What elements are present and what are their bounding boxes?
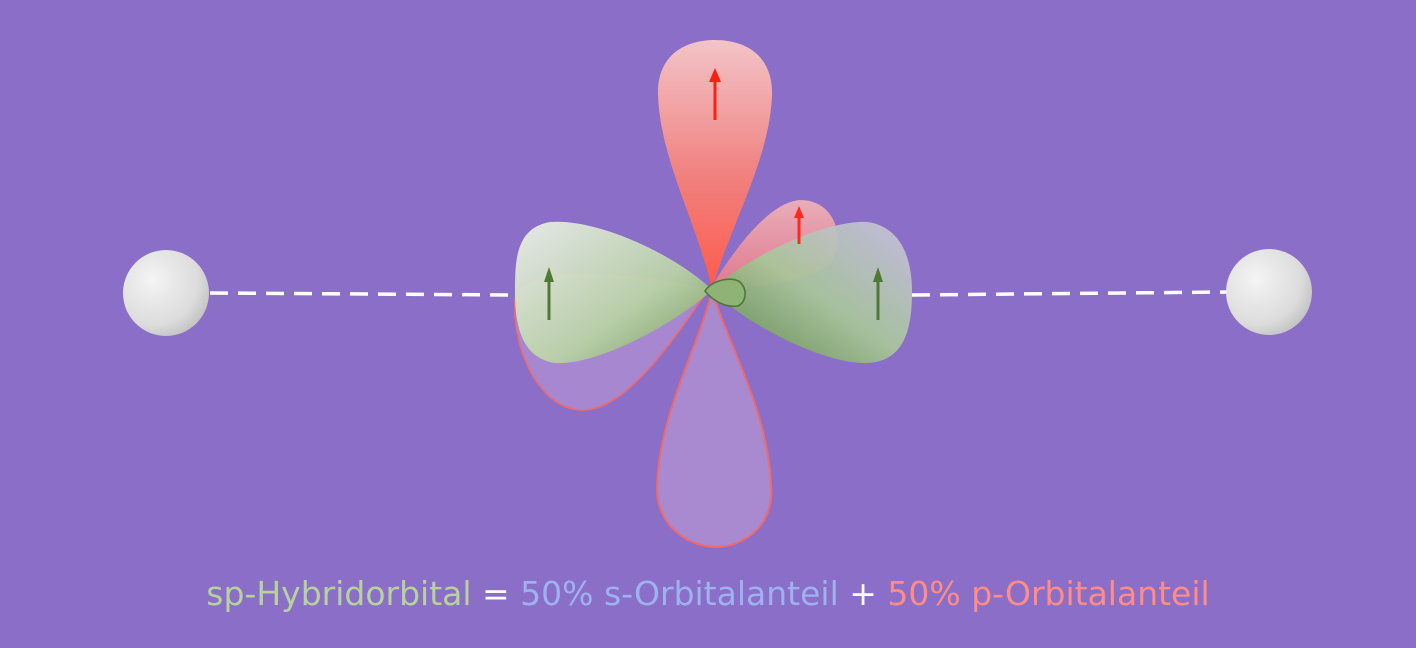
equals-sign: =	[471, 574, 521, 613]
spin-arrow-top	[709, 68, 721, 120]
s-orbital-core	[704, 278, 746, 308]
sp-hybrid-label: sp-Hybridorbital	[206, 574, 472, 613]
spin-arrow-left	[544, 267, 554, 320]
spin-arrow-back	[794, 206, 804, 244]
sp-hybrid-left-lobe	[515, 221, 712, 364]
p-orbital-share: 50% p-Orbitalanteil	[887, 574, 1210, 613]
caption: sp-Hybridorbital = 50% s-Orbitalanteil +…	[0, 572, 1416, 616]
bond-line-right	[911, 290, 1229, 297]
bond-line-left	[209, 291, 517, 297]
p-orbital-bottom-lobe	[655, 289, 773, 549]
left-atom	[123, 250, 209, 336]
plus-sign: +	[838, 574, 888, 613]
p-orbital-top-lobe	[657, 40, 773, 290]
spin-arrow-right	[873, 267, 883, 320]
right-atom	[1226, 249, 1312, 335]
s-orbital-share: 50% s-Orbitalanteil	[520, 574, 839, 613]
sp-hybrid-right-lobe	[712, 221, 912, 364]
